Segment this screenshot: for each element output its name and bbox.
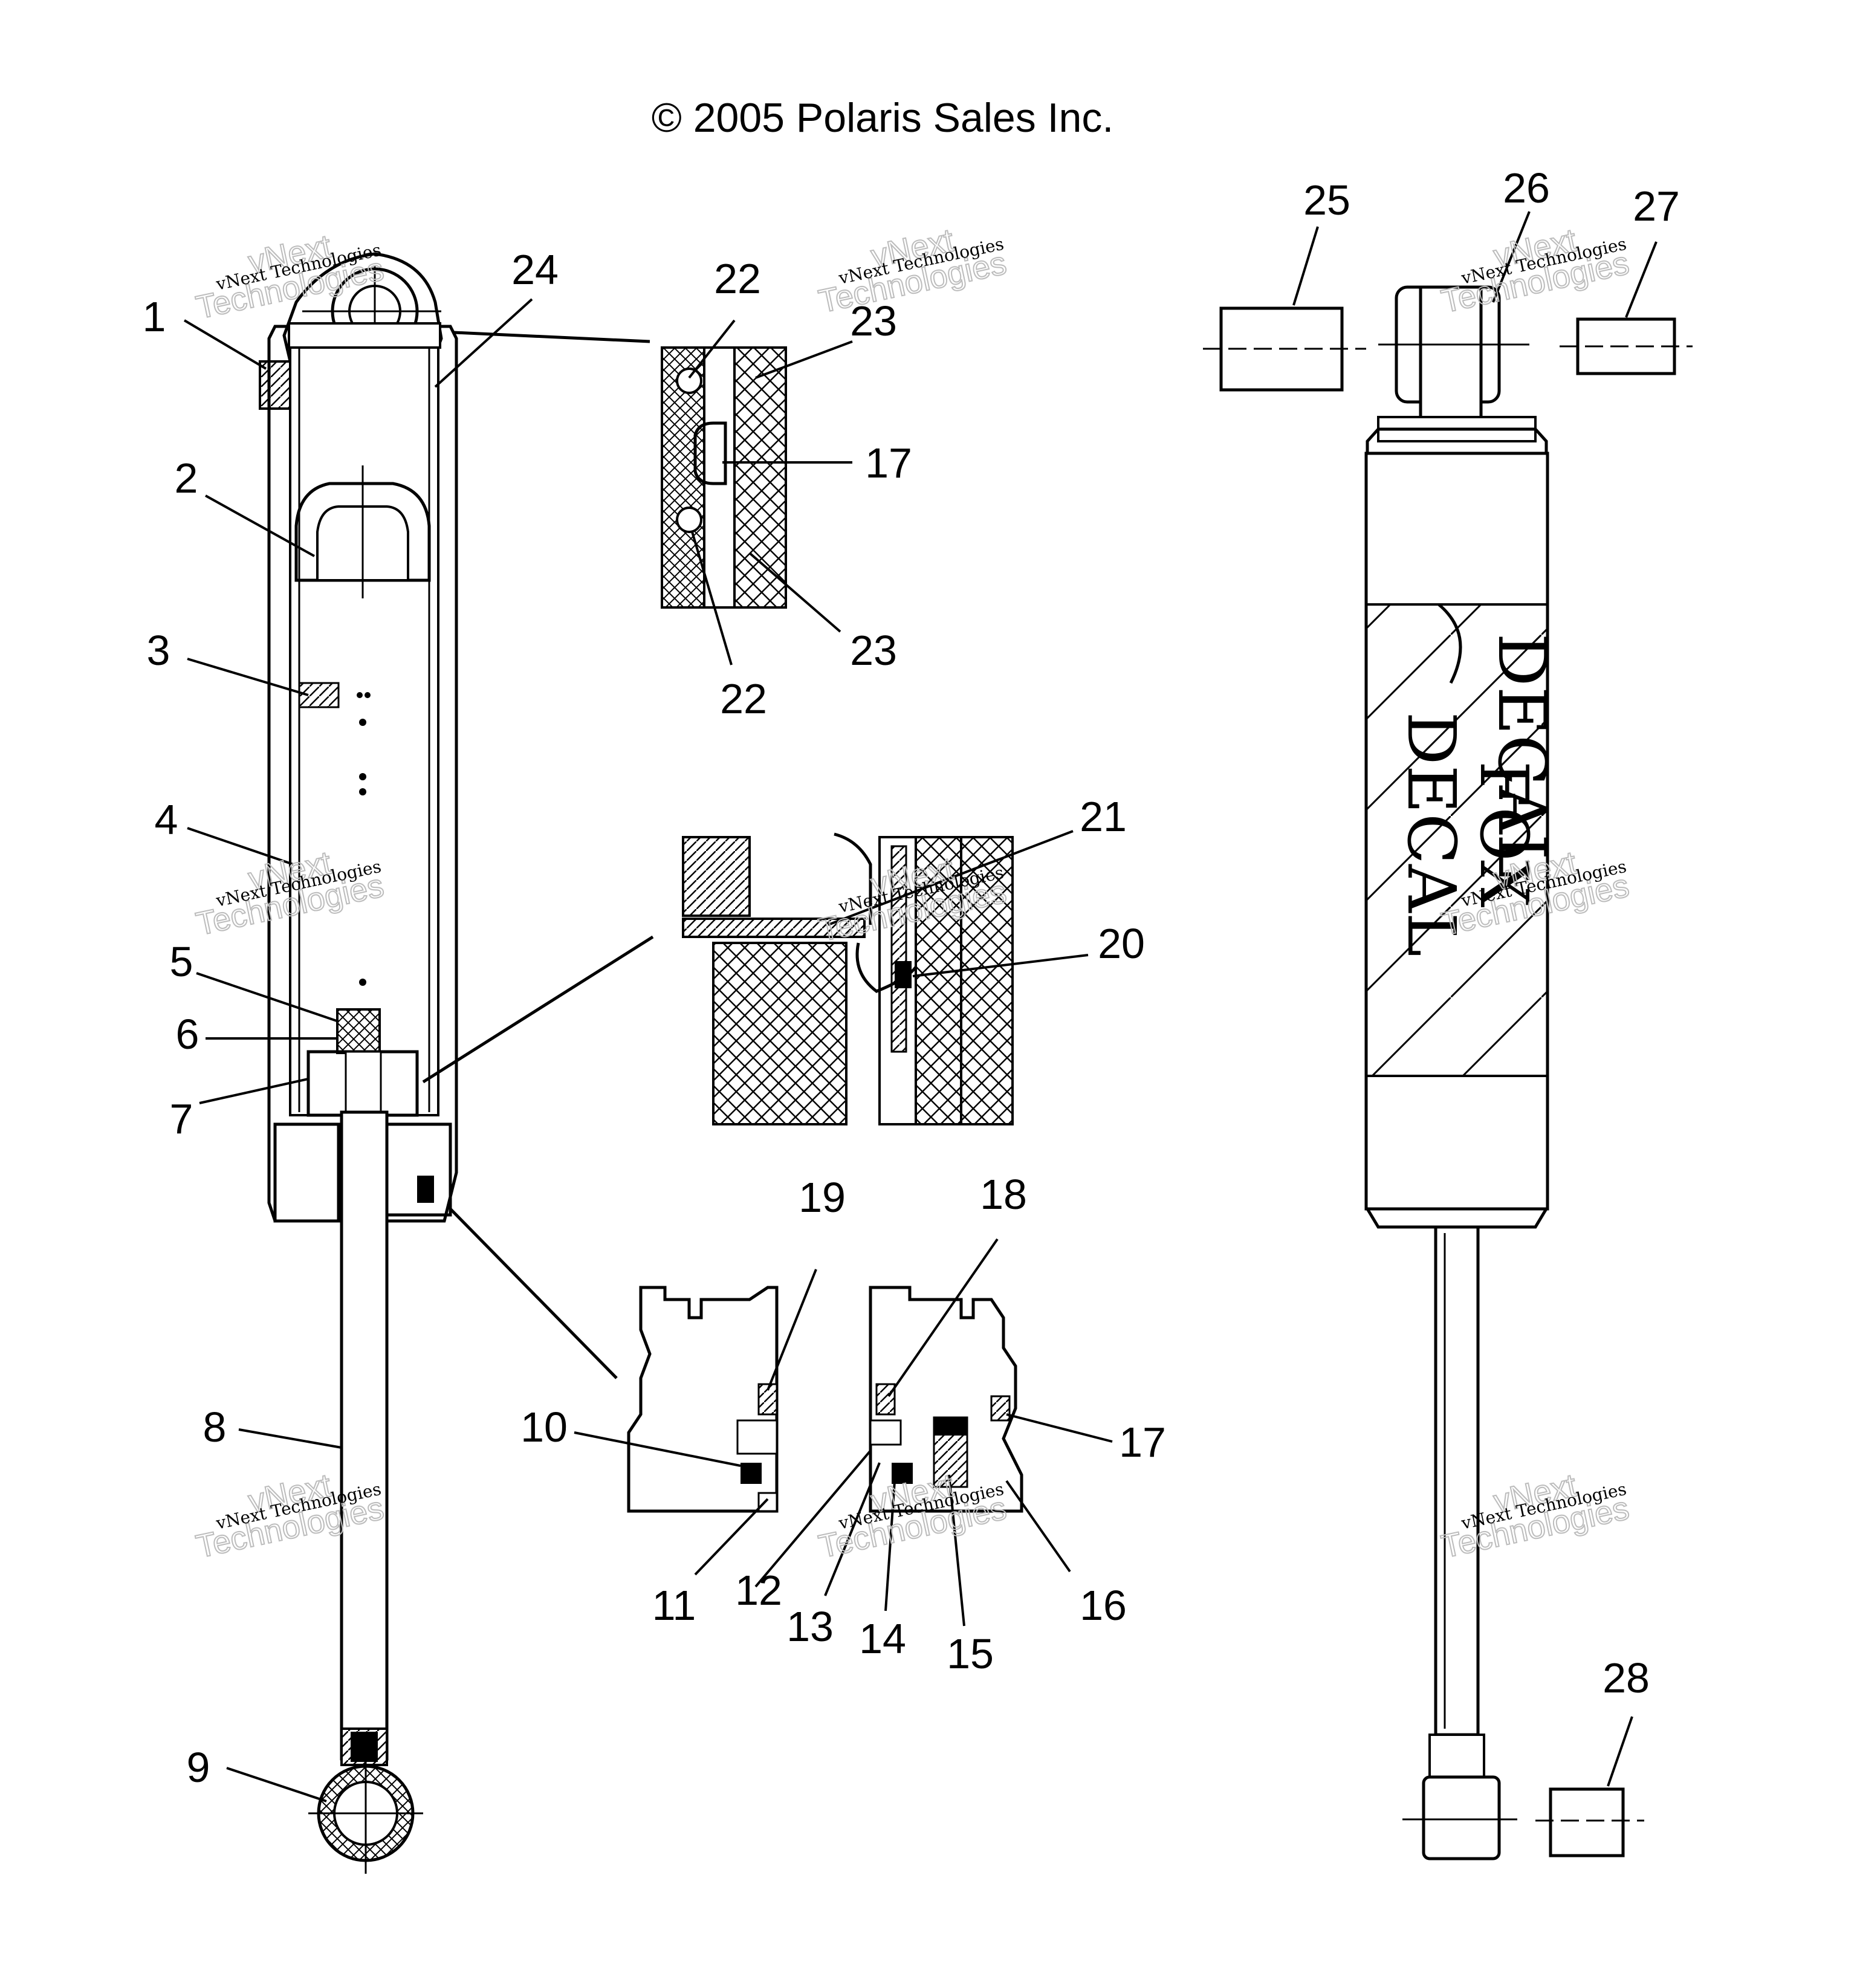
shaft [340, 1110, 389, 1761]
bushing-28 [1549, 1787, 1625, 1857]
detail-top-seal [453, 331, 787, 609]
piston-nut [336, 1008, 381, 1054]
callout-4: 4 [155, 796, 178, 843]
callout-labels: 1 2 3 4 5 6 7 8 9 10 11 12 13 14 15 16 1… [143, 164, 1680, 1791]
callout-2: 2 [175, 455, 198, 502]
leader-lines [183, 211, 1658, 1802]
callout-12: 12 [735, 1567, 782, 1614]
callout-23-top: 23 [850, 297, 897, 345]
callout-8: 8 [203, 1404, 227, 1451]
detail-piston [422, 832, 1014, 1125]
detail-seal-head [449, 1208, 1023, 1513]
callout-18: 18 [980, 1171, 1027, 1218]
copyright-text: © 2005 Polaris Sales Inc. [652, 95, 1114, 141]
callout-16: 16 [1080, 1582, 1127, 1629]
shock-cross-section [259, 252, 458, 1874]
callout-9: 9 [187, 1744, 210, 1791]
callout-17: 17 [1119, 1419, 1166, 1466]
callout-24: 24 [511, 246, 559, 293]
callout-10: 10 [520, 1404, 568, 1451]
shock-exterior: FOX DECAL DECAL [1203, 285, 1693, 1860]
svg-text:DECAL: DECAL [1483, 633, 1561, 878]
callout-6: 6 [176, 1011, 199, 1058]
watermark: vNext Technologies vNext Technologies [815, 221, 1010, 320]
watermark: vNext Technologies vNext Technologies [1437, 221, 1633, 320]
callout-21: 21 [1080, 793, 1127, 840]
fox-decal [1365, 603, 1549, 1077]
callout-20: 20 [1098, 920, 1145, 967]
decal-text-fox: FOX [1465, 761, 1543, 908]
callout-27: 27 [1633, 183, 1680, 230]
callout-3: 3 [147, 627, 170, 674]
callout-11: 11 [652, 1582, 696, 1629]
callout-23-bottom: 23 [850, 627, 897, 674]
callout-22-bottom: 22 [720, 675, 767, 722]
callout-7: 7 [170, 1095, 193, 1142]
decal-text-decal: DECAL [1393, 711, 1470, 956]
callout-1: 1 [143, 293, 166, 340]
callout-28: 28 [1603, 1654, 1650, 1701]
callout-15: 15 [947, 1630, 994, 1677]
callout-13: 13 [786, 1603, 834, 1650]
callout-25: 25 [1303, 176, 1350, 224]
callout-17-top: 17 [865, 439, 912, 487]
callout-22-top: 22 [714, 255, 761, 302]
callout-5: 5 [170, 938, 193, 985]
floating-piston [294, 482, 431, 582]
callout-26: 26 [1503, 164, 1550, 212]
callout-14: 14 [859, 1615, 906, 1662]
callout-19: 19 [799, 1174, 846, 1221]
